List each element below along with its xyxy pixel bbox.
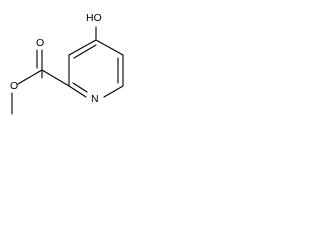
bond-c3-c4 [95, 39, 124, 56]
carbonyl-oxygen-label: O [36, 37, 44, 49]
bond-c2-c3 [68, 39, 97, 56]
bond-n1-c2 [68, 85, 87, 98]
ester-oxygen-label: O [10, 80, 18, 92]
hydroxyl-label: HO [86, 12, 102, 24]
double-bond-inner-1 [73, 44, 97, 59]
ester-group: O O [10, 37, 70, 115]
structure-canvas: HO O O N [10, 12, 124, 115]
ring-nitrogen-label: N [91, 93, 99, 105]
bond-carbonyl-carbon-to-ester-oxygen-diag [17, 69, 43, 85]
bond-ring-to-carbonyl-carbon [41, 69, 70, 87]
pyridine-ring [68, 39, 124, 98]
hydroxyl-group: HO [86, 12, 102, 41]
bond-c5-c6 [103, 85, 124, 98]
double-bond-inner-3 [72, 82, 88, 93]
